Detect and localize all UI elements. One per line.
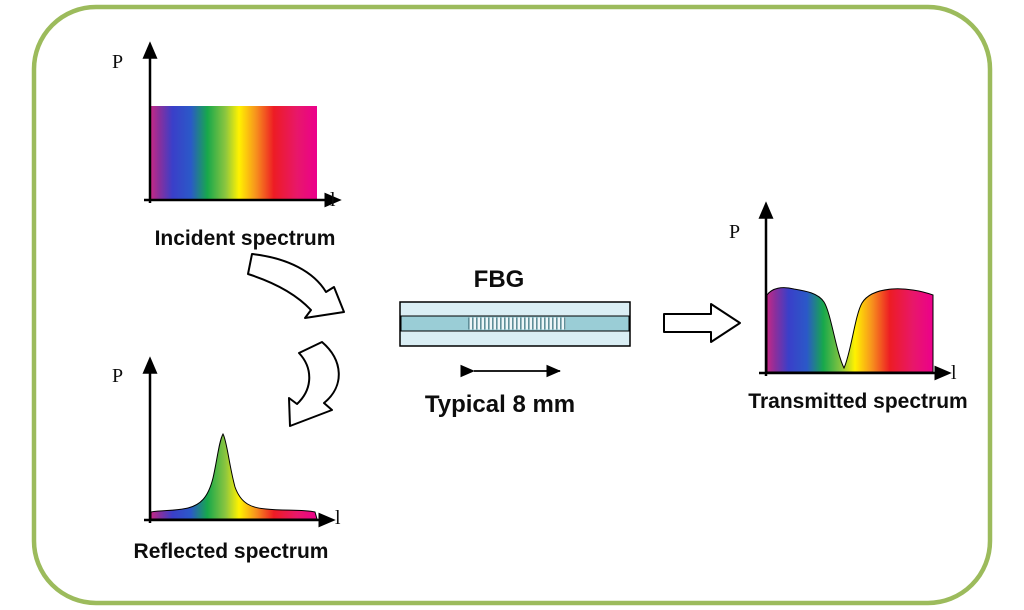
typical-length-label: Typical 8 mm (425, 391, 575, 418)
incident-to-fbg-arrow-icon (247, 253, 345, 319)
fbg-title: FBG (474, 266, 525, 293)
reflected-p-label: P (112, 365, 123, 387)
incident-rainbow-rect (151, 106, 317, 199)
transmitted-rainbow-shape (766, 287, 934, 373)
transmitted-l-label: l (951, 362, 957, 384)
transmitted-spectrum-group: P l Transmitted spectrum (729, 201, 968, 413)
fbg-to-transmitted-arrow-icon (663, 303, 741, 343)
reflected-rainbow-shape (150, 432, 318, 520)
reflected-spectrum-group: P l Reflected spectrum (112, 356, 341, 563)
incident-l-label: l (330, 189, 336, 211)
incident-p-label: P (112, 51, 123, 73)
reflected-l-label: l (335, 507, 341, 529)
reflected-caption: Reflected spectrum (134, 540, 329, 563)
incident-caption: Incident spectrum (155, 227, 336, 250)
fbg-group: FBG Typical 8 mm (399, 266, 631, 418)
fbg-to-reflected-arrow-icon (288, 341, 340, 427)
transmitted-p-label: P (729, 221, 740, 243)
fiber-grating (468, 317, 566, 330)
transmitted-caption: Transmitted spectrum (748, 390, 967, 413)
incident-spectrum-group: P l Incident spectrum (112, 41, 342, 250)
